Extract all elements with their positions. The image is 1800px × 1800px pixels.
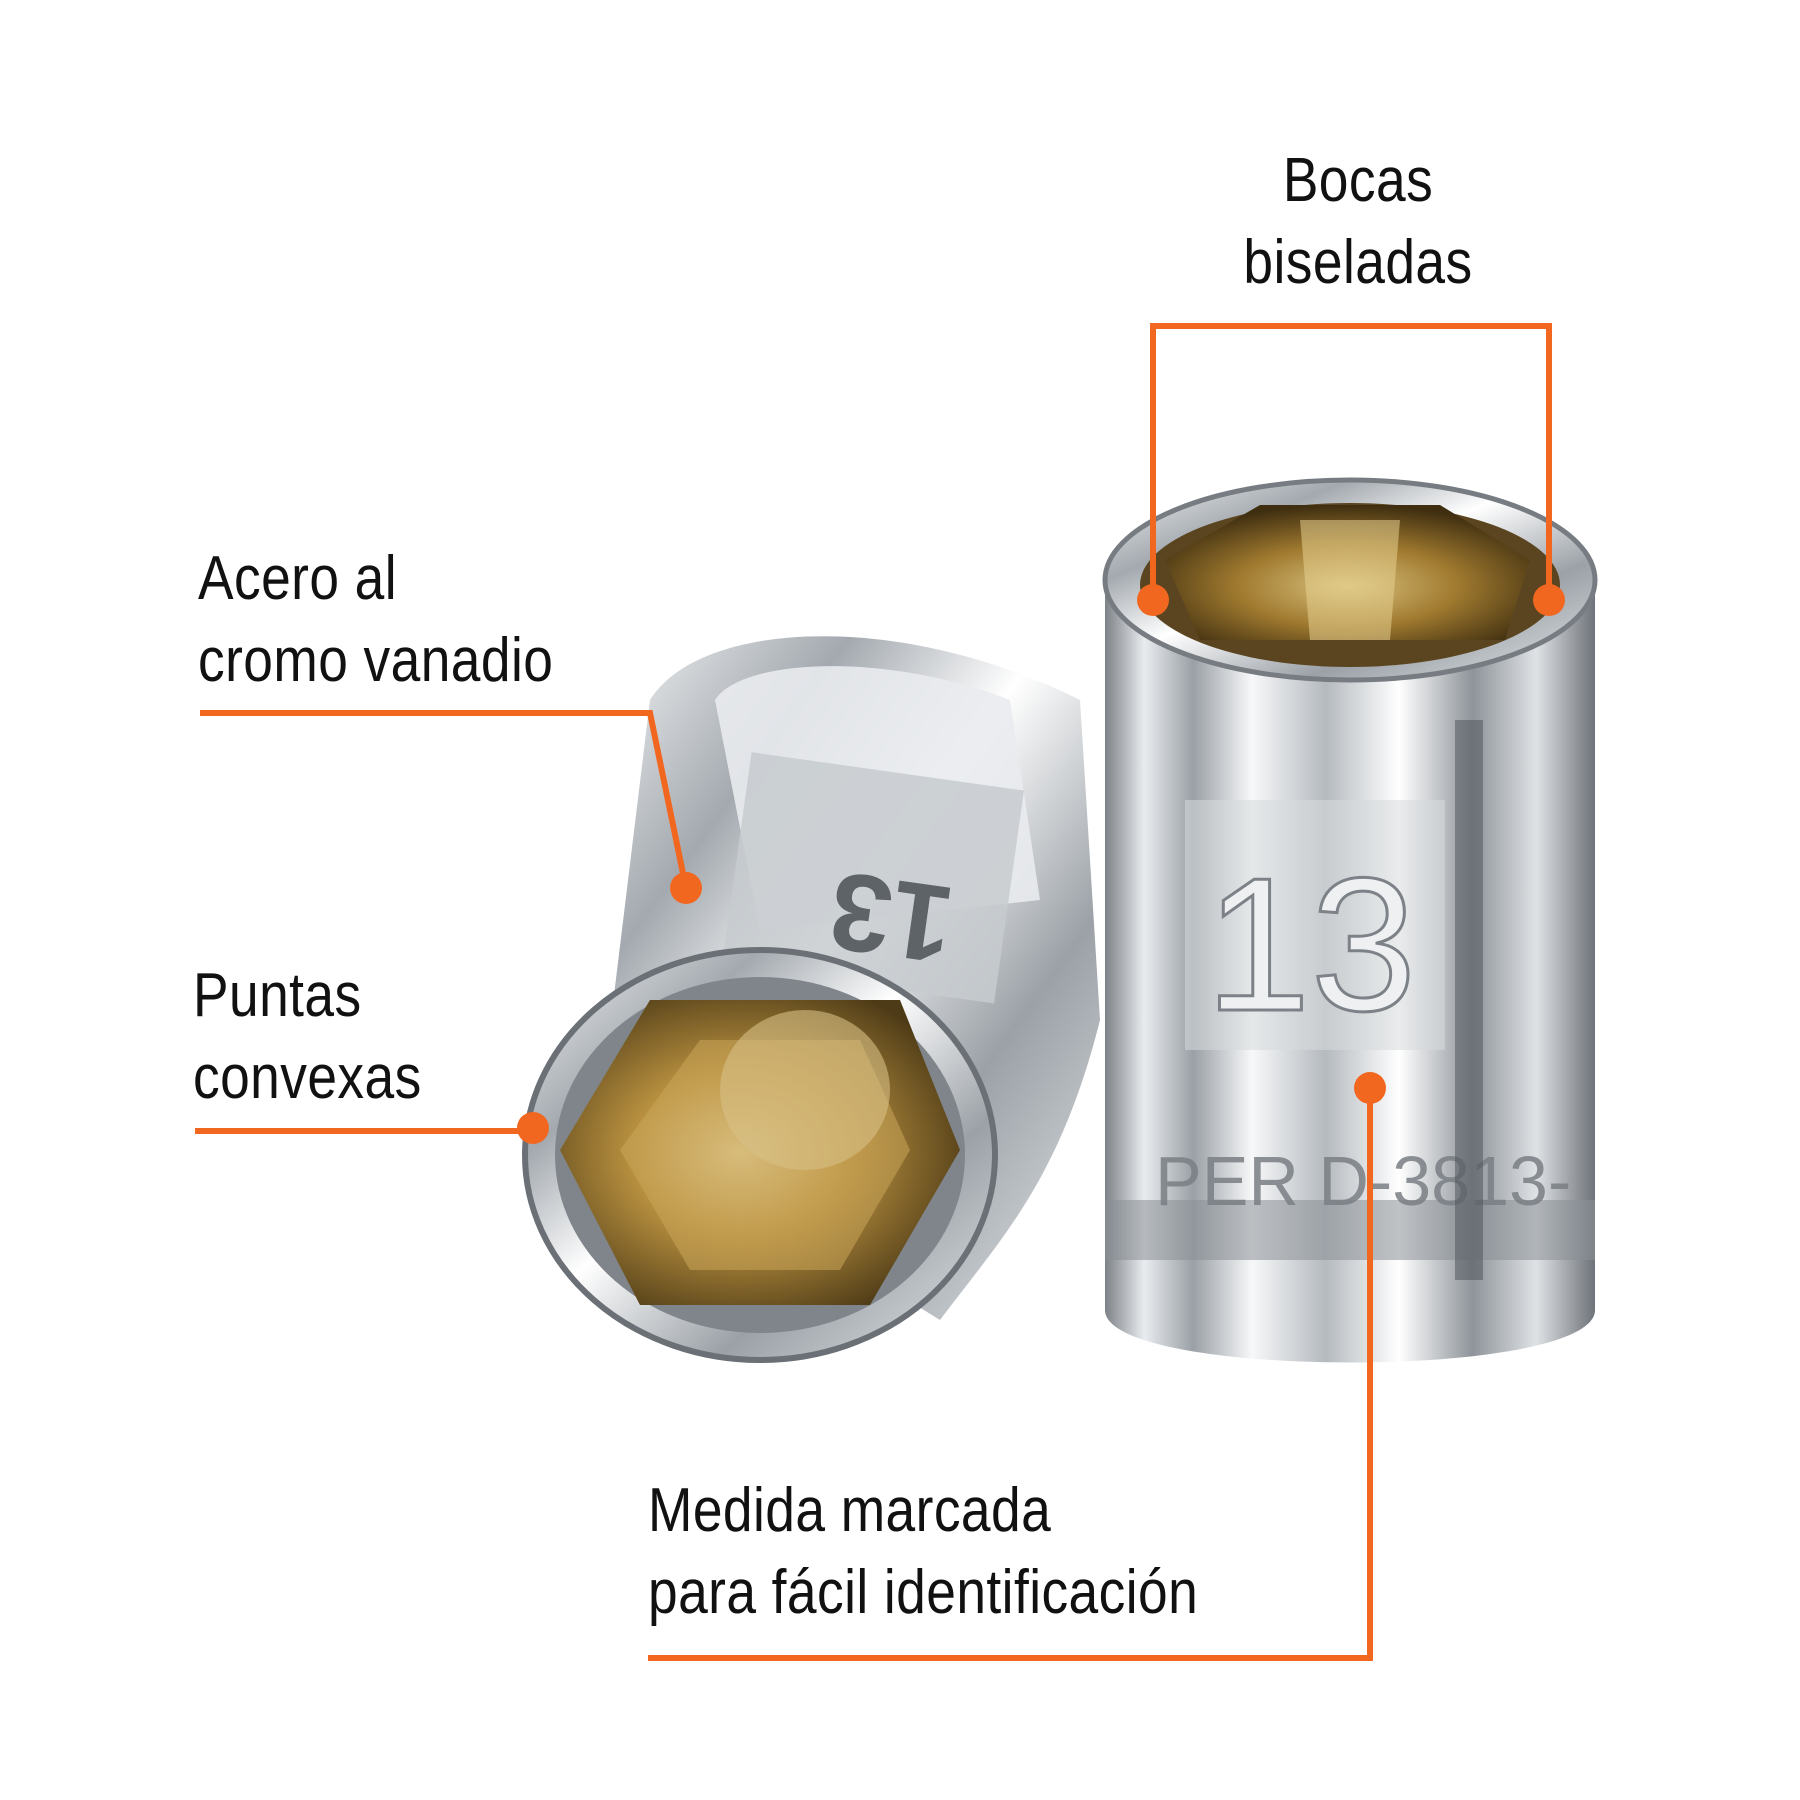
callout-puntas-convexas: Puntas convexas: [193, 955, 422, 1119]
svg-text:PER D-3813-: PER D-3813-: [1155, 1142, 1571, 1220]
acero-line: [200, 710, 689, 889]
callout-bocas-line1: Bocas: [1282, 146, 1434, 215]
callout-lines: [195, 323, 1552, 1661]
callout-dots: [517, 584, 1565, 1144]
callout-medida-marcada: Medida marcada para fácil identificación: [648, 1470, 1198, 1634]
medida-line: [648, 1090, 1373, 1661]
callout-bocas-line2: biseladas: [1243, 228, 1473, 297]
callout-medida-line1: Medida marcada: [648, 1476, 1052, 1545]
callout-bocas-biseladas: Bocas biseladas: [1238, 140, 1479, 304]
right-socket: 13 PER D-3813-: [1102, 477, 1598, 1363]
callout-puntas-line2: convexas: [193, 1043, 422, 1112]
bocas-bracket: [1150, 323, 1552, 600]
callout-acero-line2: cromo vanadio: [198, 626, 554, 695]
callout-medida-line2: para fácil identificación: [648, 1558, 1199, 1627]
callout-acero-cromo-vanadio: Acero al cromo vanadio: [198, 538, 553, 702]
left-socket: 13: [522, 636, 1100, 1363]
size-marking: 13: [1205, 839, 1416, 1051]
callout-acero-line1: Acero al: [198, 544, 398, 613]
callout-puntas-line1: Puntas: [193, 961, 362, 1030]
